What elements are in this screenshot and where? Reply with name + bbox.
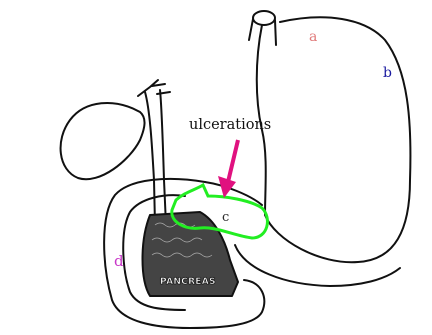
- stomach-pylorus: [235, 245, 400, 286]
- label-a: a: [309, 30, 317, 44]
- label-c: c: [222, 211, 229, 224]
- label-b: b: [383, 66, 392, 80]
- bile-duct-right: [160, 90, 166, 225]
- stomach-lesser-curve: [205, 182, 262, 205]
- label-ulcerations: ulcerations: [189, 118, 271, 133]
- label-pancreas: PANCREAS: [160, 277, 216, 287]
- gallbladder-outline: [61, 103, 145, 179]
- label-d: d: [114, 254, 124, 269]
- bile-duct-left: [145, 92, 155, 225]
- bile-duct-top: [138, 80, 170, 96]
- esophagus-opening: [253, 11, 275, 25]
- stomach-outline: [257, 17, 411, 262]
